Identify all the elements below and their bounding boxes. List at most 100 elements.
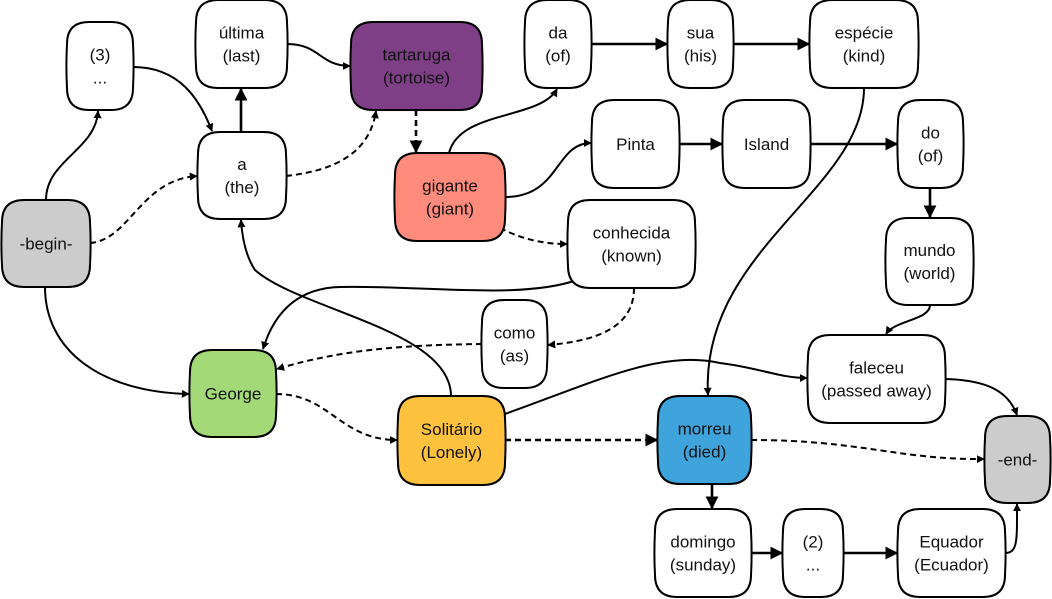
node-especie: espécie (kind) (808, 0, 920, 89)
node-shape (781, 508, 845, 598)
node-pinta: Pinta (590, 99, 681, 189)
node-shape (896, 99, 965, 189)
node-shape (983, 415, 1052, 504)
node-shape (566, 199, 697, 289)
node-shape (653, 508, 753, 598)
node-shape (188, 349, 278, 438)
edge-especie-to-morreu (703, 87, 865, 396)
edge-morreu-to-end (750, 439, 985, 464)
node-translation: ... (93, 69, 107, 88)
edge-gigante-to-conhecida (499, 227, 568, 248)
node-translation: (tortoise) (383, 69, 450, 88)
node-word: (2) (803, 533, 824, 552)
node-word: -begin- (20, 235, 73, 254)
node-translation: (the) (225, 178, 260, 197)
node-gigante: gigante(giant) (393, 152, 507, 242)
edge-mundo-to-faleceu (885, 304, 931, 335)
node-translation: (passed away) (821, 382, 932, 401)
node-ellipsis2: (2)... (781, 508, 845, 598)
node-island: Island (721, 99, 812, 189)
node-domingo: domingo (sunday) (653, 508, 753, 598)
node-shape (349, 21, 484, 111)
node-shape (884, 217, 975, 306)
node-sua: sua (his) (666, 0, 735, 89)
node-word: Solitário (421, 420, 482, 439)
node-shape (480, 299, 549, 389)
node-translation: (his) (684, 47, 717, 66)
node-word: do (921, 124, 940, 143)
node-shape (523, 0, 593, 89)
node-shape (806, 334, 947, 424)
node-shape (0, 199, 92, 288)
node-shape (396, 395, 507, 486)
node-word: mundo (904, 241, 956, 260)
node-word: morreu (678, 420, 732, 439)
edge-begin-to-george (44, 286, 190, 398)
node-translation: (as) (500, 347, 529, 366)
node-translation: (world) (904, 264, 956, 283)
node-word: conhecida (593, 224, 671, 243)
edge-conhecida-to-george (261, 279, 578, 350)
edge-gigante-to-da (448, 88, 558, 154)
node-do: do (of) (896, 99, 965, 189)
node-equador: Equador (Ecuador) (896, 508, 1007, 598)
node-word: domingo (670, 533, 735, 552)
edge-begin-to-a (89, 172, 198, 244)
node-word: Equador (919, 533, 984, 552)
node-translation: (of) (545, 47, 571, 66)
node-conhecida: conhecida (known) (566, 199, 697, 289)
node-begin: -begin- (0, 199, 92, 288)
node-word: Island (744, 135, 789, 154)
node-da: da (of) (523, 0, 593, 89)
node-faleceu: faleceu (passed away) (806, 334, 947, 424)
edge-como-to-george (276, 343, 483, 371)
node-word: espécie (835, 24, 894, 43)
node-shape (896, 508, 1007, 598)
edge-george-to-solitario (275, 393, 398, 444)
node-shape (656, 395, 753, 485)
node-word: da (549, 24, 568, 43)
edges-layer (44, 37, 1022, 560)
node-shape (194, 0, 289, 89)
node-ultima: última (last) (194, 0, 289, 89)
node-word: a (237, 155, 247, 174)
node-word: gigante (422, 177, 478, 196)
node-shape (808, 0, 920, 89)
node-a: a (the) (196, 131, 288, 220)
node-shape (666, 0, 735, 89)
node-translation: (Ecuador) (914, 556, 989, 575)
node-translation: (last) (223, 47, 261, 66)
node-word: George (205, 385, 262, 404)
node-translation: ... (806, 556, 820, 575)
node-word: (3) (90, 46, 111, 65)
node-word: sua (687, 24, 715, 43)
node-translation: (Lonely) (421, 443, 482, 462)
node-translation: (known) (601, 247, 661, 266)
node-solitario: Solitário (Lonely) (396, 395, 507, 486)
node-translation: (of) (918, 147, 944, 166)
node-word: -end- (998, 451, 1038, 470)
node-word: faleceu (849, 359, 904, 378)
node-shape (196, 131, 288, 220)
node-ellipsis3: (3)... (65, 21, 135, 111)
node-como: como (as) (480, 299, 549, 389)
edge-faleceu-to-end (944, 378, 1019, 416)
edge-ultima-to-tartaruga (286, 43, 351, 70)
node-translation: (sunday) (670, 556, 736, 575)
node-george: George (188, 349, 278, 438)
node-tartaruga: tartaruga (tortoise) (349, 21, 484, 111)
node-translation: (died) (683, 443, 726, 462)
edge-a-to-tartaruga (285, 110, 379, 177)
edge-ellipsis3-to-a (132, 66, 214, 132)
node-word: tartaruga (382, 46, 451, 65)
node-translation: (kind) (843, 47, 886, 66)
edge-begin-to-ellipsis3 (45, 110, 102, 201)
edge-gigante-to-pinta (504, 139, 592, 198)
edge-conhecida-to-como (547, 287, 635, 349)
node-word: Pinta (616, 135, 655, 154)
node-word: última (219, 24, 265, 43)
node-word: como (494, 324, 536, 343)
node-mundo: mundo (world) (884, 217, 975, 306)
